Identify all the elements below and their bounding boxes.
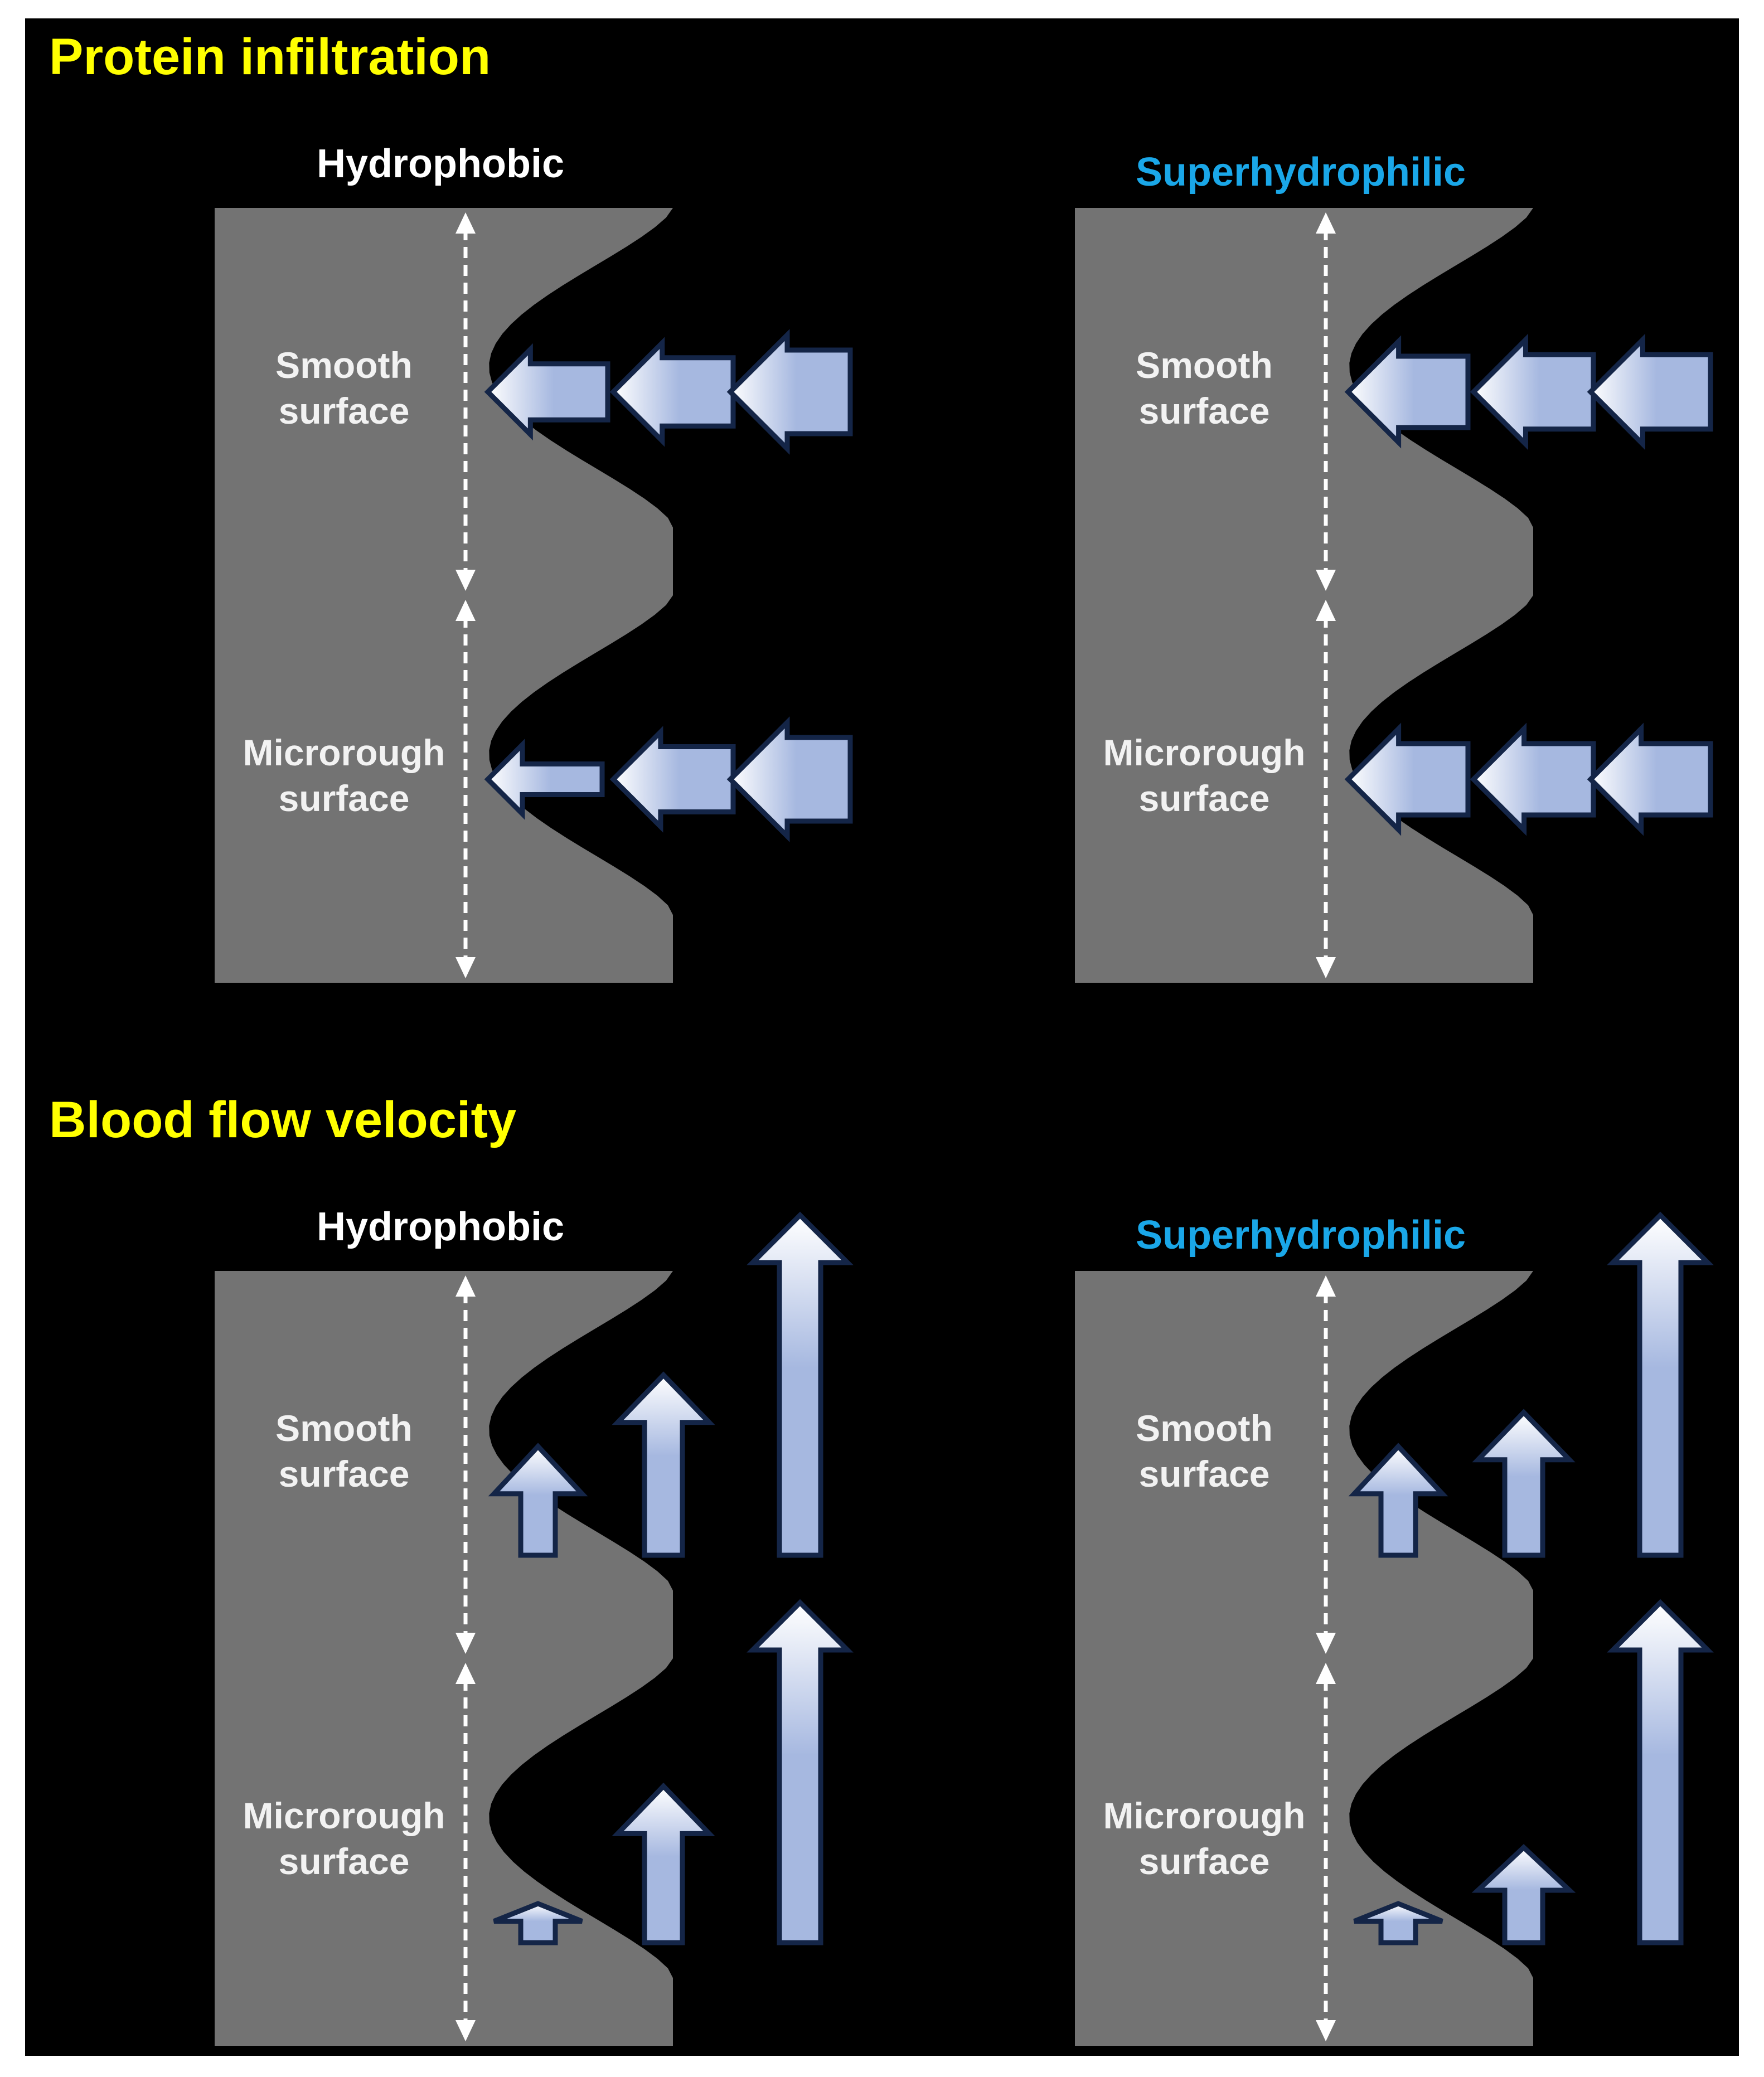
panel-label: Superhydrophilic: [1136, 1213, 1466, 1258]
surface-label: surface: [279, 390, 410, 431]
flow-arrow-icon: [1348, 1443, 1448, 1558]
flow-arrow-icon: [1607, 1599, 1714, 1945]
divider-arrowhead-icon: [455, 1275, 476, 1297]
divider-arrowhead-icon: [1316, 1275, 1336, 1297]
flow-arrow-icon: [612, 1371, 715, 1558]
surface-label: surface: [1139, 1841, 1270, 1882]
surface-profile: [1075, 208, 1533, 983]
divider-arrowhead-icon: [455, 2020, 476, 2041]
flow-arrow-icon: [1353, 1901, 1443, 1945]
divider-arrowhead-icon: [455, 570, 476, 591]
divider-arrowhead-icon: [455, 1663, 476, 1684]
surface-label: Microrough: [243, 732, 445, 773]
flow-arrow-icon: [493, 1901, 583, 1945]
panel-label: Superhydrophilic: [1136, 150, 1466, 195]
flow-arrow-icon: [1344, 335, 1471, 449]
section-protein-infiltration: Protein infiltrationHydrophobicSmoothsur…: [49, 28, 1713, 983]
divider-arrowhead-icon: [455, 1633, 476, 1654]
flow-arrow-icon: [726, 329, 853, 455]
surface-profile: [215, 208, 673, 983]
surface-label: surface: [1139, 1453, 1270, 1494]
section-blood-flow-velocity: Blood flow velocityHydrophobicSmoothsurf…: [49, 1091, 1714, 2046]
divider-arrowhead-icon: [455, 600, 476, 621]
flow-arrow-icon: [1587, 333, 1713, 450]
surface-label: Smooth: [1136, 1408, 1273, 1449]
flow-arrow-icon: [1472, 1409, 1576, 1558]
divider-arrowhead-icon: [455, 212, 476, 234]
flow-arrow-icon: [1471, 1844, 1576, 1945]
divider-arrowhead-icon: [1316, 2020, 1336, 2041]
surface-label: surface: [1139, 778, 1270, 819]
surface-label: surface: [279, 1453, 410, 1494]
surface-label: Microrough: [243, 1795, 445, 1836]
flow-arrow-icon: [1607, 1211, 1714, 1558]
section-title: Protein infiltration: [49, 28, 491, 85]
divider-arrowhead-icon: [1316, 212, 1336, 234]
surface-label: Smooth: [1136, 344, 1273, 386]
flow-arrow-icon: [488, 1443, 588, 1558]
surface-label: surface: [279, 778, 410, 819]
surface-label: surface: [1139, 390, 1270, 431]
panel-hydrophobic: HydrophobicSmoothsurfaceMicroroughsurfac…: [215, 1205, 854, 2046]
surface-label: Smooth: [275, 344, 413, 386]
surface-profile: [1075, 1271, 1533, 2046]
divider-arrowhead-icon: [1316, 1633, 1336, 1654]
panel-label: Hydrophobic: [317, 142, 564, 186]
flow-arrow-icon: [1344, 722, 1471, 836]
flow-arrow-icon: [747, 1599, 854, 1945]
flow-arrow-icon: [1587, 722, 1713, 836]
panel-label: Hydrophobic: [317, 1205, 564, 1249]
section-title: Blood flow velocity: [49, 1091, 516, 1148]
divider-arrowhead-icon: [455, 957, 476, 978]
surface-label: surface: [279, 1841, 410, 1882]
surface-label: Smooth: [275, 1408, 413, 1449]
surface-label: Microrough: [1103, 1795, 1306, 1836]
panel-superhydrophilic: SuperhydrophilicSmoothsurfaceMicroroughs…: [1075, 1211, 1714, 2046]
flow-arrow-icon: [747, 1211, 854, 1558]
divider-arrowhead-icon: [1316, 570, 1336, 591]
panel-hydrophobic: HydrophobicSmoothsurfaceMicroroughsurfac…: [215, 142, 853, 983]
flow-arrow-icon: [726, 716, 853, 842]
surface-label: Microrough: [1103, 732, 1306, 773]
divider-arrowhead-icon: [1316, 957, 1336, 978]
divider-arrowhead-icon: [1316, 600, 1336, 621]
panel-superhydrophilic: SuperhydrophilicSmoothsurfaceMicroroughs…: [1075, 150, 1713, 983]
flow-arrow-icon: [484, 343, 610, 441]
flow-arrow-icon: [612, 1782, 715, 1945]
flow-arrow-icon: [484, 739, 605, 820]
surface-profile: [215, 1271, 673, 2046]
divider-arrowhead-icon: [1316, 1663, 1336, 1684]
